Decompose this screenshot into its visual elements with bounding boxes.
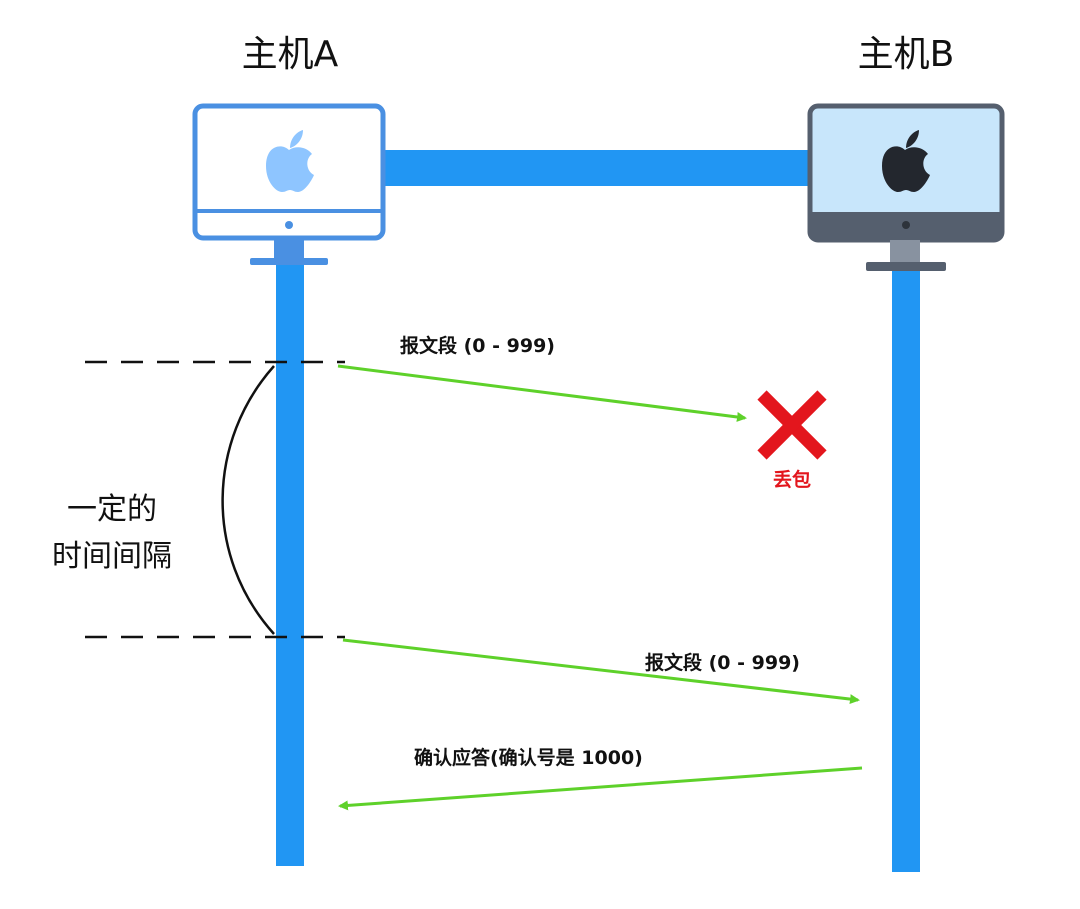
retransmit-segment-label: 报文段 (0 - 999) (645, 651, 800, 674)
packet-loss-label: 丢包 (773, 468, 811, 491)
host-a-computer-icon (192, 103, 386, 265)
lost-segment-arrow (337, 364, 747, 422)
interval-label-line2: 时间间隔 (52, 539, 172, 574)
host-a-title: 主机A (242, 34, 339, 75)
lost-segment-label: 报文段 (0 - 999) (400, 334, 555, 357)
retransmit-segment-arrow (342, 638, 860, 705)
ack-arrow (338, 766, 863, 811)
interval-bracket (221, 365, 275, 635)
host-b-lifeline (892, 270, 920, 872)
ack-label: 确认应答(确认号是 1000) (414, 746, 643, 769)
host-b-title: 主机B (858, 34, 955, 75)
apple-logo-icon (266, 130, 314, 192)
host-a-lifeline (276, 262, 304, 866)
network-link (384, 150, 814, 186)
host-b-computer-icon (807, 103, 1005, 271)
interval-label-line1: 一定的 (67, 492, 157, 527)
packet-loss-x-icon (757, 390, 827, 460)
apple-logo-icon (882, 130, 930, 192)
